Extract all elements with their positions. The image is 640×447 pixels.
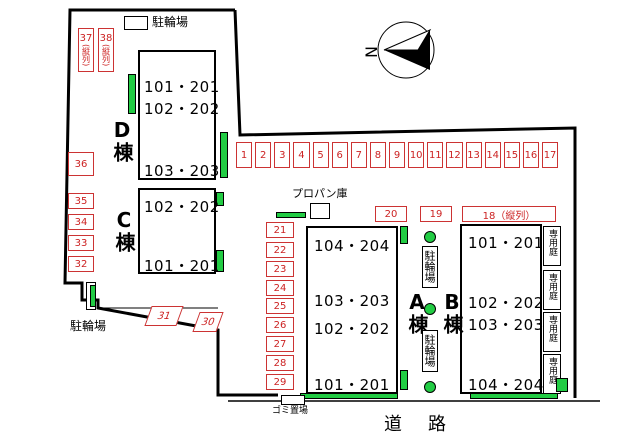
building-a-green-bottom bbox=[400, 370, 408, 390]
parking-slot-38-num: 38 bbox=[99, 33, 113, 45]
building-d-side-green bbox=[220, 132, 228, 178]
bike-parking-mid-1 bbox=[422, 246, 438, 288]
private-garden-1 bbox=[543, 226, 561, 266]
bike-parking-top-label: 駐輪場 bbox=[152, 15, 189, 29]
building-c-unit-1: 102・202 bbox=[144, 198, 220, 216]
private-garden-4-label: 専用庭 bbox=[547, 357, 557, 384]
parking-slot-29: 29 bbox=[266, 374, 294, 390]
parking-slot-36: 36 bbox=[68, 152, 94, 176]
tree-1-icon bbox=[424, 231, 436, 243]
parking-slot-15: 15 bbox=[503, 142, 520, 168]
tree-2-icon bbox=[424, 303, 436, 315]
compass-icon bbox=[377, 21, 435, 79]
garbage-storage bbox=[281, 395, 305, 405]
bottom-green-strip-left bbox=[300, 393, 398, 399]
building-d-unit-1: 101・201 bbox=[144, 78, 220, 96]
parking-slot-37: 37 (縦列) bbox=[78, 28, 94, 72]
private-garden-2 bbox=[543, 270, 561, 310]
bike-parking-mid-2-label: 駐輪場 bbox=[423, 334, 436, 367]
parking-slot-5: 5 bbox=[312, 142, 329, 168]
road-label: 道 路 bbox=[384, 414, 450, 435]
parking-slot-1: 1 bbox=[236, 142, 253, 168]
bottom-green-strip-far-right bbox=[556, 378, 568, 392]
parking-slot-7: 7 bbox=[350, 142, 367, 168]
parking-slot-33: 33 bbox=[68, 235, 94, 251]
parking-slot-22: 22 bbox=[266, 242, 294, 258]
parking-slot-17: 17 bbox=[542, 142, 559, 168]
parking-slot-18: 18（縦列） bbox=[462, 206, 556, 222]
private-garden-3-label: 専用庭 bbox=[547, 315, 557, 342]
tree-3-icon bbox=[424, 381, 436, 393]
parking-slot-23: 23 bbox=[266, 261, 294, 277]
building-b bbox=[460, 224, 542, 394]
building-b-unit-3: 103・203 bbox=[468, 316, 544, 334]
parking-slot-38: 38 (縦列) bbox=[98, 28, 114, 72]
building-a bbox=[306, 226, 398, 394]
building-a-unit-3: 102・202 bbox=[314, 320, 390, 338]
building-b-unit-2: 102・202 bbox=[468, 294, 544, 312]
bike-parking-mid-1-label: 駐輪場 bbox=[423, 250, 436, 283]
bike-parking-mid-2 bbox=[422, 330, 438, 372]
private-garden-3 bbox=[543, 312, 561, 352]
parking-slot-6: 6 bbox=[331, 142, 348, 168]
building-a-wing-label: A棟 bbox=[405, 290, 429, 334]
propane-green-strip bbox=[276, 212, 306, 218]
building-c-green-top bbox=[216, 192, 224, 206]
parking-slot-4: 4 bbox=[293, 142, 310, 168]
propane-label: プロパン庫 bbox=[292, 187, 348, 200]
parking-slot-9: 9 bbox=[389, 142, 406, 168]
bike-shed-top bbox=[124, 16, 148, 30]
building-a-unit-4: 101・201 bbox=[314, 376, 390, 394]
parking-slot-21: 21 bbox=[266, 222, 294, 238]
building-d bbox=[138, 50, 216, 180]
building-c-green-bottom bbox=[216, 250, 224, 272]
garbage-label: ゴミ置場 bbox=[272, 406, 309, 416]
building-a-green-top bbox=[400, 226, 408, 244]
parking-slot-12: 12 bbox=[446, 142, 463, 168]
parking-slot-37-num: 37 bbox=[79, 33, 93, 45]
parking-slot-10: 10 bbox=[408, 142, 425, 168]
parking-slot-19: 19 bbox=[420, 206, 452, 222]
parking-slot-11: 11 bbox=[427, 142, 444, 168]
building-b-unit-4: 104・204 bbox=[468, 376, 544, 394]
propane-storage bbox=[310, 203, 330, 219]
compass-north-label: N bbox=[361, 46, 381, 58]
parking-slot-13: 13 bbox=[465, 142, 482, 168]
building-d-green-strip bbox=[128, 74, 136, 114]
bottom-green-strip-right bbox=[470, 393, 558, 399]
building-d-wing-label: D棟 bbox=[110, 118, 134, 162]
building-b-wing-label: B棟 bbox=[440, 290, 464, 334]
private-garden-1-label: 専用庭 bbox=[547, 229, 557, 256]
parking-slot-26: 26 bbox=[266, 317, 294, 333]
parking-slot-37-note: (縦列) bbox=[81, 44, 91, 67]
parking-slot-16: 16 bbox=[522, 142, 539, 168]
bike-parking-left-label: 駐輪場 bbox=[70, 319, 107, 333]
parking-slot-8: 8 bbox=[369, 142, 386, 168]
parking-slot-27: 27 bbox=[266, 336, 294, 352]
bike-parking-left-green bbox=[90, 285, 96, 307]
building-b-unit-1: 101・201 bbox=[468, 234, 544, 252]
building-d-unit-2: 102・202 bbox=[144, 100, 220, 118]
parking-slot-28: 28 bbox=[266, 355, 294, 371]
parking-slot-14: 14 bbox=[484, 142, 501, 168]
parking-top-row: 1 2 3 4 5 6 7 8 9 10 11 12 13 14 15 16 1… bbox=[236, 142, 559, 168]
parking-slot-24: 24 bbox=[266, 280, 294, 296]
parking-slot-38-note: (縦列) bbox=[101, 44, 111, 67]
building-a-unit-1: 104・204 bbox=[314, 237, 390, 255]
parking-slot-2: 2 bbox=[255, 142, 272, 168]
building-d-unit-3: 103・203 bbox=[144, 162, 220, 180]
building-c-wing-label: C棟 bbox=[112, 208, 136, 252]
property-boundary-right bbox=[233, 9, 577, 398]
parking-slot-25: 25 bbox=[266, 298, 294, 314]
parking-slot-35: 35 bbox=[68, 193, 94, 209]
building-c-unit-2: 101・201 bbox=[144, 257, 220, 275]
parking-slot-34: 34 bbox=[68, 214, 94, 230]
building-c bbox=[138, 188, 216, 274]
building-a-unit-2: 103・203 bbox=[314, 292, 390, 310]
private-garden-2-label: 専用庭 bbox=[547, 273, 557, 300]
parking-slot-3: 3 bbox=[274, 142, 291, 168]
parking-slot-32: 32 bbox=[68, 256, 94, 272]
parking-slot-20: 20 bbox=[375, 206, 407, 222]
